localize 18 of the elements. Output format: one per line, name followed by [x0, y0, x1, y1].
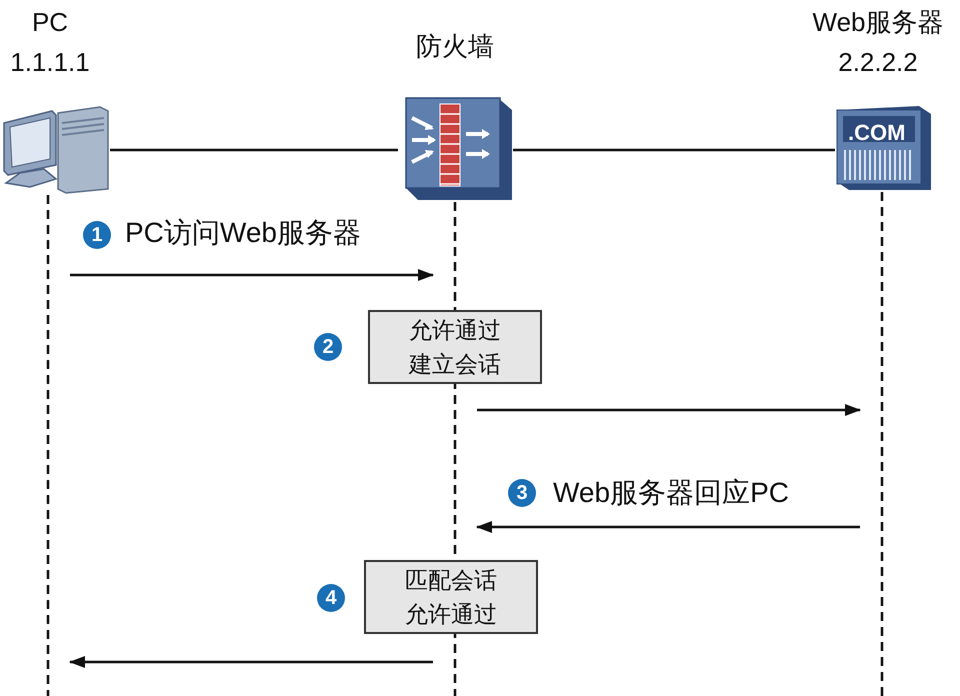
icon-text: .COM — [848, 121, 906, 145]
device-name: Web服务器 — [812, 6, 944, 39]
device-name: 防火墙 — [416, 30, 494, 63]
ip-address: 2.2.2.2 — [838, 46, 918, 79]
step-number: 2 — [314, 333, 342, 361]
message-arrow — [477, 404, 861, 416]
connection-line — [110, 148, 398, 152]
step-number: 3 — [508, 479, 536, 507]
message-arrow — [70, 269, 434, 281]
action-box: 允许通过建立会话 — [368, 310, 542, 384]
action-box: 匹配会话允许通过 — [364, 560, 538, 634]
message-arrow — [476, 521, 860, 533]
step-number: 1 — [83, 221, 111, 249]
device-name: PC — [32, 6, 68, 39]
connection-line — [513, 148, 835, 152]
step-number: 4 — [317, 584, 345, 612]
message-arrow — [69, 656, 433, 668]
ip-address: 1.1.1.1 — [10, 46, 90, 79]
